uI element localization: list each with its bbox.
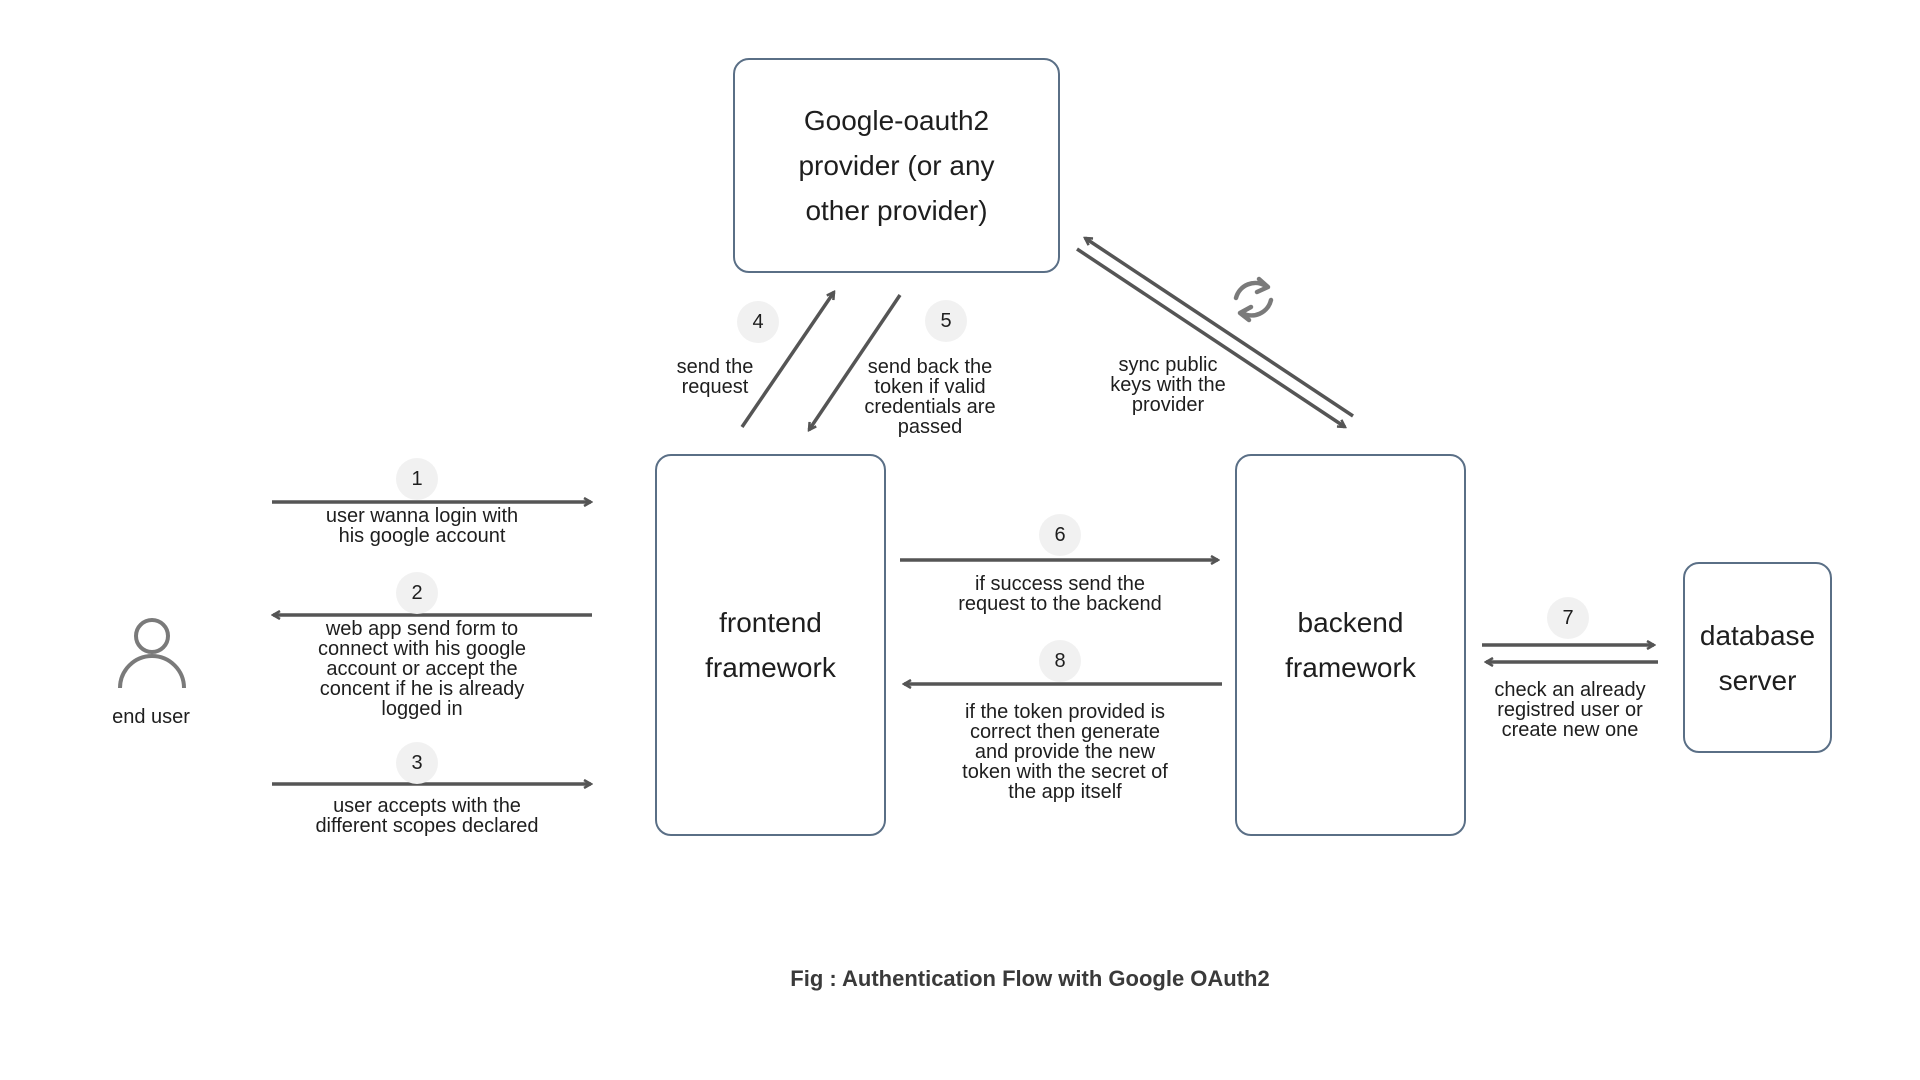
arrow-step-4 — [740, 292, 836, 428]
step-label-5: send back the token if valid credentials… — [864, 356, 996, 438]
arrow-sync-to-provider — [1085, 236, 1354, 418]
figure-caption: Fig : Authentication Flow with Google OA… — [790, 966, 1270, 991]
step-badge-4: 4 — [737, 301, 779, 343]
step-badge-2: 2 — [396, 572, 438, 614]
user-icon — [118, 618, 186, 689]
frontend-node: frontend framework — [655, 454, 886, 836]
step-label-1: user wanna login with his google account — [325, 505, 519, 547]
step-label-7: check an already registred user or creat… — [1494, 679, 1646, 741]
sync-icon — [1233, 276, 1274, 323]
step-badge-7: 7 — [1547, 597, 1589, 639]
step-badge-3: 3 — [396, 742, 438, 784]
step-badge-5: 5 — [925, 300, 967, 342]
arrow-sync-to-backend — [1076, 247, 1345, 429]
database-node: database server — [1683, 562, 1832, 753]
step-label-6: if success send the request to the backe… — [958, 573, 1162, 615]
end-user-label: end user — [112, 706, 190, 728]
step-badge-1: 1 — [396, 458, 438, 500]
provider-node: Google-oauth2 provider (or any other pro… — [733, 58, 1060, 273]
step-badge-6: 6 — [1039, 514, 1081, 556]
step-label-4: send the request — [676, 356, 754, 398]
step-label-8: if the token provided is correct then ge… — [962, 701, 1168, 803]
backend-node: backend framework — [1235, 454, 1466, 836]
step-badge-8: 8 — [1039, 640, 1081, 682]
sync-label: sync public keys with the provider — [1110, 354, 1226, 416]
step-label-2: web app send form to connect with his go… — [318, 618, 526, 720]
step-label-3: user accepts with the different scopes d… — [315, 795, 539, 837]
arrow-step-5 — [807, 294, 902, 430]
